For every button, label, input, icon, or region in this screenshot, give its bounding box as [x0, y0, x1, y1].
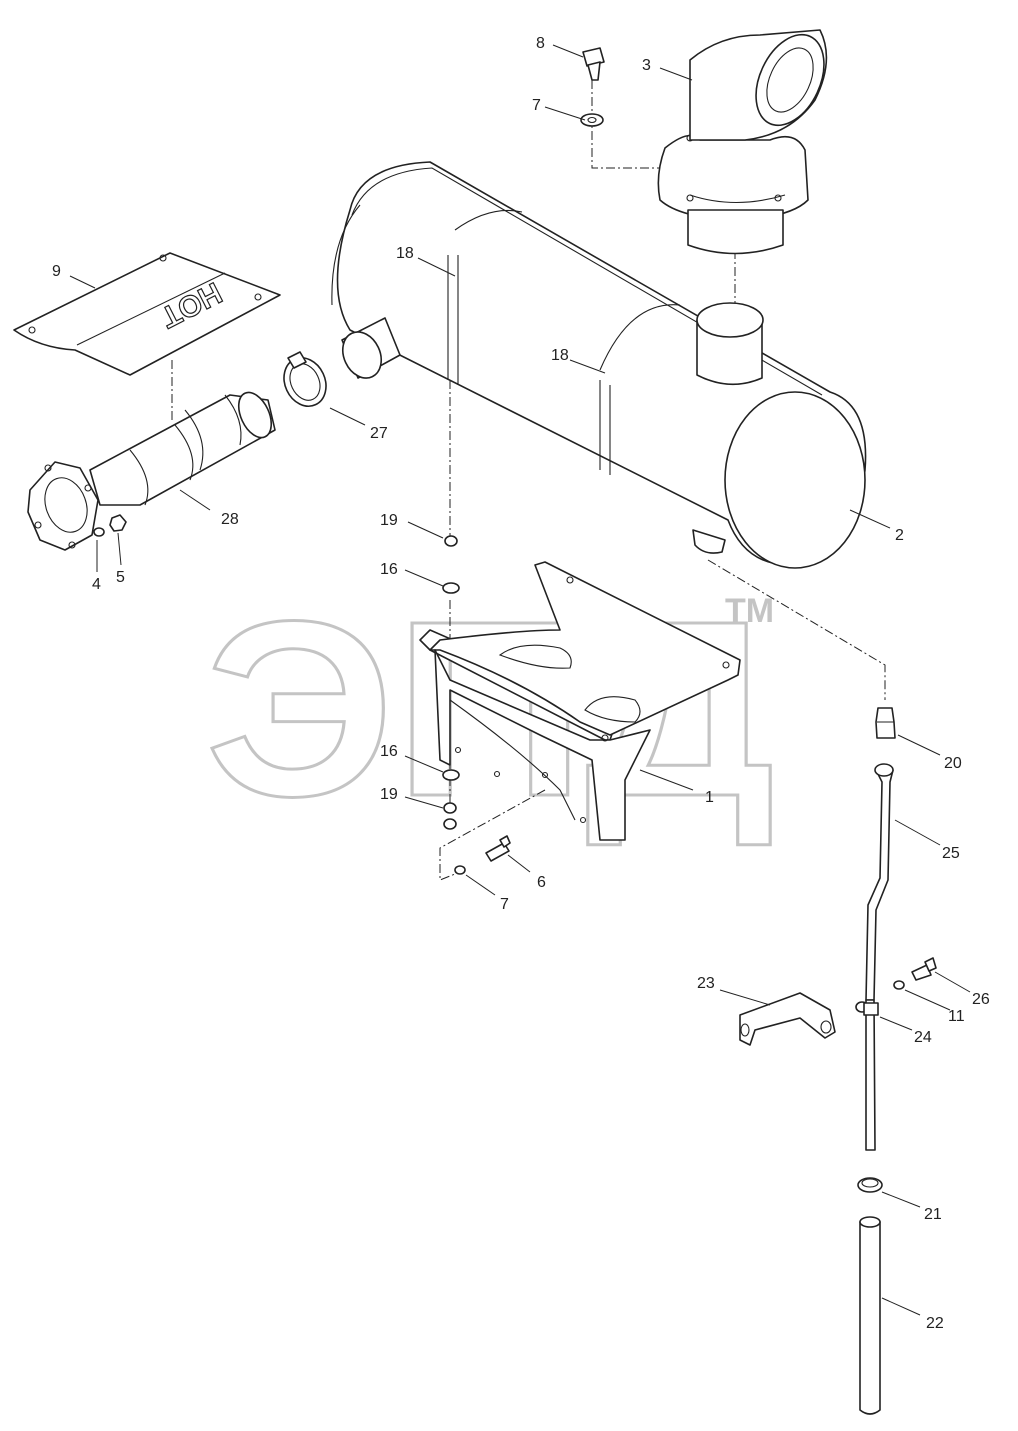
callout-11: 11	[948, 1008, 965, 1025]
drain-tube-25	[865, 763, 894, 1151]
washer-4	[93, 527, 105, 537]
callout-2: 2	[895, 527, 904, 544]
callout-18-b: 18	[551, 347, 569, 364]
heat-shield: HOT	[13, 252, 281, 376]
callout-18-a: 18	[396, 245, 414, 262]
callout-7-bottom: 7	[500, 896, 509, 913]
callout-6: 6	[537, 874, 546, 891]
callout-8: 8	[536, 35, 545, 52]
callout-19-b: 19	[380, 786, 398, 803]
washer-16-bottom	[442, 769, 460, 781]
callout-27: 27	[370, 425, 388, 442]
clamp-27	[283, 351, 327, 407]
callout-23: 23	[697, 975, 715, 992]
fitting-20	[875, 707, 896, 739]
callout-1: 1	[705, 789, 714, 806]
washer-7-top	[580, 113, 604, 127]
callout-7-top: 7	[532, 97, 541, 114]
assembly-lines	[171, 80, 886, 881]
callout-16-b: 16	[380, 743, 398, 760]
ring-21	[857, 1177, 883, 1193]
callout-16-a: 16	[380, 561, 398, 578]
callout-4: 4	[92, 576, 101, 593]
muffler-bracket	[419, 561, 741, 841]
callouts: 8 7 3 9 18 18 27 28 4 5 19 16 16 19 1 2 …	[52, 35, 990, 1332]
callout-19-a: 19	[380, 512, 398, 529]
bolt-8	[582, 47, 605, 81]
callout-28: 28	[221, 511, 239, 528]
watermark-tm: TM	[725, 592, 774, 630]
washer-11	[893, 980, 905, 990]
washer-16-top	[442, 582, 460, 594]
bolt-26	[911, 957, 937, 981]
callout-22: 22	[926, 1315, 944, 1332]
callout-5: 5	[116, 569, 125, 586]
nut-5	[109, 514, 127, 532]
callout-25: 25	[942, 845, 960, 862]
nut-19-bottom	[443, 802, 457, 830]
bolt-6	[485, 835, 511, 862]
leader-lines	[69, 44, 971, 1316]
callout-26: 26	[972, 991, 990, 1008]
rain-cap	[657, 29, 828, 255]
muffler	[331, 161, 867, 569]
flex-pipe-28	[27, 391, 276, 551]
callout-21: 21	[924, 1206, 942, 1223]
callout-20: 20	[944, 755, 962, 772]
nut-19-top	[444, 535, 458, 547]
callout-3: 3	[642, 57, 651, 74]
callout-24: 24	[914, 1029, 932, 1046]
callout-9: 9	[52, 263, 61, 280]
washer-7-bottom	[454, 865, 466, 875]
bracket-23	[739, 992, 836, 1046]
clip-24	[855, 1001, 879, 1016]
pipe-22	[859, 1216, 881, 1415]
